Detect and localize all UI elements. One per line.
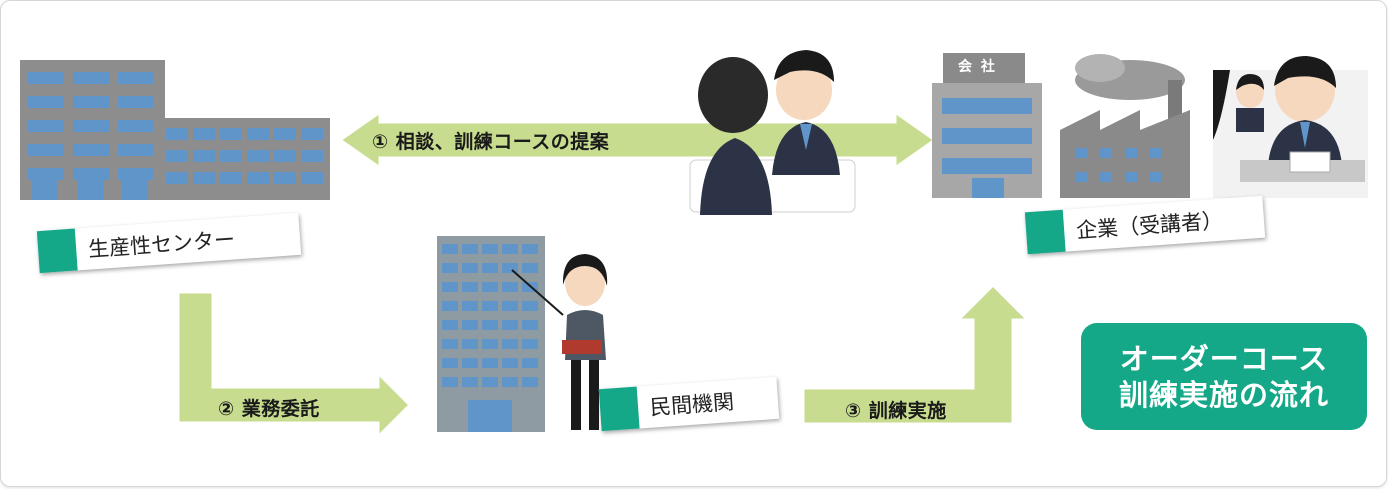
- window: [301, 150, 323, 162]
- window: [28, 144, 64, 156]
- label-marker: [1024, 209, 1066, 255]
- window: [502, 377, 518, 387]
- window: [502, 263, 518, 273]
- window: [522, 358, 538, 368]
- window: [73, 168, 109, 180]
- window: [522, 301, 538, 311]
- company-sign: 会 社: [958, 59, 997, 75]
- window: [274, 172, 296, 184]
- window: [247, 150, 269, 162]
- window: [502, 244, 518, 254]
- window: [442, 301, 458, 311]
- company-label-text: 企業（受講者）: [1075, 208, 1224, 243]
- window: [502, 339, 518, 349]
- window: [274, 150, 296, 162]
- window: [522, 377, 538, 387]
- window: [118, 168, 154, 180]
- window: [193, 172, 215, 184]
- factory-icon: [1060, 54, 1190, 198]
- flow-title-line1: オーダーコース: [1119, 341, 1329, 376]
- window: [442, 339, 458, 349]
- window: [118, 72, 154, 84]
- window: [462, 244, 478, 254]
- flow-title-box: オーダーコース 訓練実施の流れ: [1081, 323, 1367, 430]
- window: [482, 320, 498, 330]
- private-institution-building-icon: [437, 236, 545, 432]
- window: [442, 263, 458, 273]
- training-arrow: [801, 282, 1032, 426]
- lecturer-icon: [511, 254, 608, 430]
- consult-arrow-label: ① 相談、訓練コースの提案: [372, 131, 610, 153]
- window: [220, 128, 242, 140]
- window: [482, 244, 498, 254]
- building-windows: [28, 72, 323, 200]
- window: [482, 301, 498, 311]
- label-marker: [598, 386, 640, 432]
- window: [73, 72, 109, 84]
- window: [118, 96, 154, 108]
- window: [482, 339, 498, 349]
- window: [28, 168, 64, 180]
- window: [482, 263, 498, 273]
- window: [522, 339, 538, 349]
- window: [73, 120, 109, 132]
- window: [462, 377, 478, 387]
- window: [166, 150, 188, 162]
- window: [118, 144, 154, 156]
- window: [28, 72, 64, 84]
- private-institution-label-text: 民間機関: [649, 389, 735, 420]
- window: [462, 282, 478, 292]
- consultation-people-icon: [689, 50, 856, 215]
- window: [522, 263, 538, 273]
- window: [442, 244, 458, 254]
- window: [522, 320, 538, 330]
- company-building-icon: [932, 53, 1042, 198]
- window: [166, 128, 188, 140]
- window: [502, 358, 518, 368]
- outsource-arrow: [176, 290, 413, 441]
- window: [220, 150, 242, 162]
- window: [462, 358, 478, 368]
- window: [193, 150, 215, 162]
- window: [502, 320, 518, 330]
- window: [28, 96, 64, 108]
- window: [118, 120, 154, 132]
- window: [301, 172, 323, 184]
- door: [32, 180, 58, 200]
- window: [442, 282, 458, 292]
- window: [502, 282, 518, 292]
- window: [482, 377, 498, 387]
- window: [462, 263, 478, 273]
- window: [73, 96, 109, 108]
- window: [442, 320, 458, 330]
- window: [73, 144, 109, 156]
- window: [220, 172, 242, 184]
- window: [247, 128, 269, 140]
- window: [462, 339, 478, 349]
- window: [193, 128, 215, 140]
- label-marker: [36, 228, 78, 274]
- door: [122, 180, 148, 200]
- window: [442, 377, 458, 387]
- window: [274, 128, 296, 140]
- window: [301, 128, 323, 140]
- flow-title-line2: 訓練実施の流れ: [1118, 377, 1329, 412]
- trainees-icon: [1213, 56, 1368, 198]
- window: [482, 282, 498, 292]
- door: [77, 180, 103, 200]
- window: [482, 358, 498, 368]
- window: [166, 172, 188, 184]
- training-arrow-label: ③ 訓練実施: [845, 400, 947, 422]
- window: [522, 244, 538, 254]
- outsource-arrow-label: ② 業務委託: [218, 398, 320, 420]
- window: [462, 320, 478, 330]
- center-label-text: 生産性センター: [87, 227, 236, 262]
- window: [502, 301, 518, 311]
- window: [462, 301, 478, 311]
- window: [28, 120, 64, 132]
- window: [442, 358, 458, 368]
- window: [247, 172, 269, 184]
